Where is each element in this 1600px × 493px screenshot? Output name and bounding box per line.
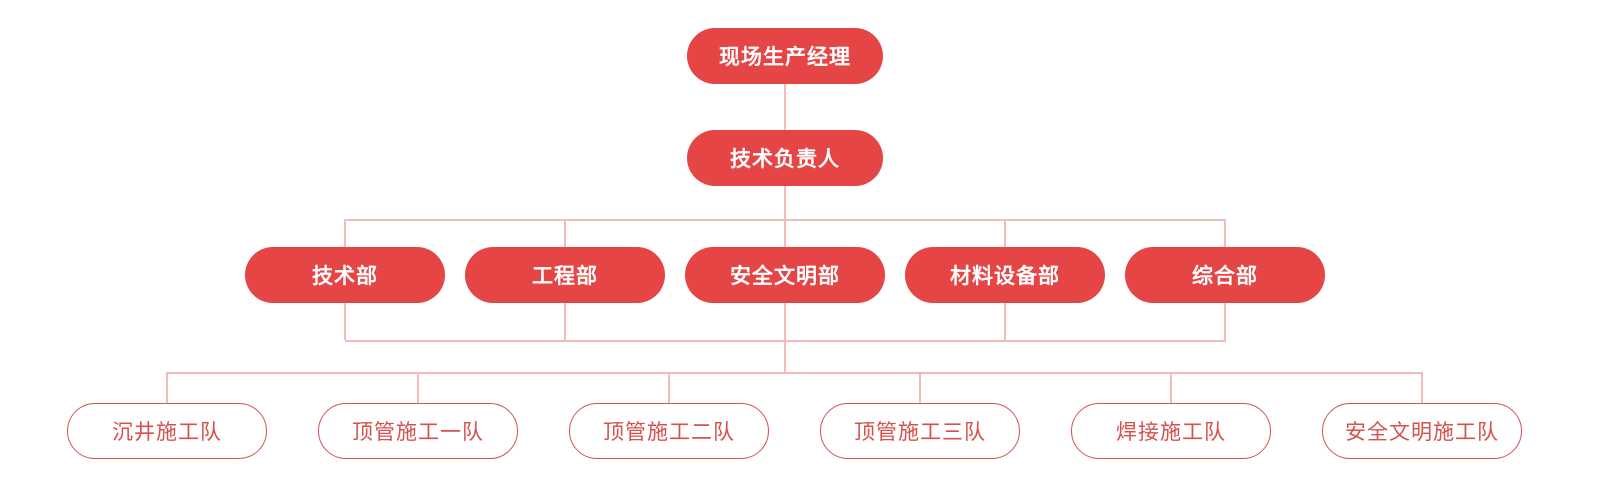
org-node-technical-dept: 技术部 bbox=[245, 247, 445, 303]
connector-l4-drop-1 bbox=[166, 372, 168, 403]
org-node-label: 沉井施工队 bbox=[112, 421, 222, 444]
org-node-label: 材料设备部 bbox=[950, 265, 1060, 288]
connector-l4-drop-3 bbox=[668, 372, 670, 403]
org-node-welding-team: 焊接施工队 bbox=[1071, 403, 1271, 459]
connector-l4-drop-6 bbox=[1421, 372, 1423, 403]
connector-l3-down-1 bbox=[344, 303, 346, 340]
org-node-label: 安全文明施工队 bbox=[1345, 421, 1499, 444]
connector-l4-drop-5 bbox=[1170, 372, 1172, 403]
connector-l3-drop-3 bbox=[784, 219, 786, 247]
connector-l3-drop-2 bbox=[564, 219, 566, 247]
org-node-label: 焊接施工队 bbox=[1116, 421, 1226, 444]
connector-l3-bus bbox=[345, 219, 1226, 221]
org-node-label: 技术部 bbox=[312, 265, 378, 288]
org-node-pipe-jacking-team-1: 顶管施工一队 bbox=[318, 403, 518, 459]
connector-l4-drop-4 bbox=[919, 372, 921, 403]
connector-l3-down-2 bbox=[564, 303, 566, 340]
org-node-label: 顶管施工二队 bbox=[603, 421, 735, 444]
connector-l3-down-3 bbox=[784, 303, 786, 340]
org-node-site-production-manager: 现场生产经理 bbox=[687, 28, 883, 84]
connector-l3-drop-5 bbox=[1224, 219, 1226, 247]
org-node-label: 综合部 bbox=[1192, 265, 1258, 288]
connector-l3-collector-bus bbox=[345, 340, 1226, 342]
org-node-pipe-jacking-team-2: 顶管施工二队 bbox=[569, 403, 769, 459]
connector-l2-bus bbox=[784, 186, 786, 219]
org-node-label: 技术负责人 bbox=[730, 148, 840, 171]
connector-l3-down-5 bbox=[1224, 303, 1226, 340]
org-node-safety-civilization-dept: 安全文明部 bbox=[685, 247, 885, 303]
connector-l3-drop-1 bbox=[344, 219, 346, 247]
org-node-label: 顶管施工三队 bbox=[854, 421, 986, 444]
org-node-label: 工程部 bbox=[532, 265, 598, 288]
connector-collector-l4 bbox=[784, 340, 786, 372]
org-node-label: 现场生产经理 bbox=[719, 46, 851, 69]
org-node-engineering-dept: 工程部 bbox=[465, 247, 665, 303]
connector-l3-drop-4 bbox=[1004, 219, 1006, 247]
org-node-materials-equipment-dept: 材料设备部 bbox=[905, 247, 1105, 303]
connector-l3-down-4 bbox=[1004, 303, 1006, 340]
connector-l4-drop-2 bbox=[417, 372, 419, 403]
org-node-general-dept: 综合部 bbox=[1125, 247, 1325, 303]
connector-l1-l2 bbox=[784, 84, 786, 130]
org-node-pipe-jacking-team-3: 顶管施工三队 bbox=[820, 403, 1020, 459]
org-node-technical-director: 技术负责人 bbox=[687, 130, 883, 186]
org-node-safety-civilization-team: 安全文明施工队 bbox=[1322, 403, 1522, 459]
connector-l4-bus bbox=[167, 372, 1423, 374]
org-node-caisson-team: 沉井施工队 bbox=[67, 403, 267, 459]
org-node-label: 顶管施工一队 bbox=[352, 421, 484, 444]
org-node-label: 安全文明部 bbox=[730, 265, 840, 288]
